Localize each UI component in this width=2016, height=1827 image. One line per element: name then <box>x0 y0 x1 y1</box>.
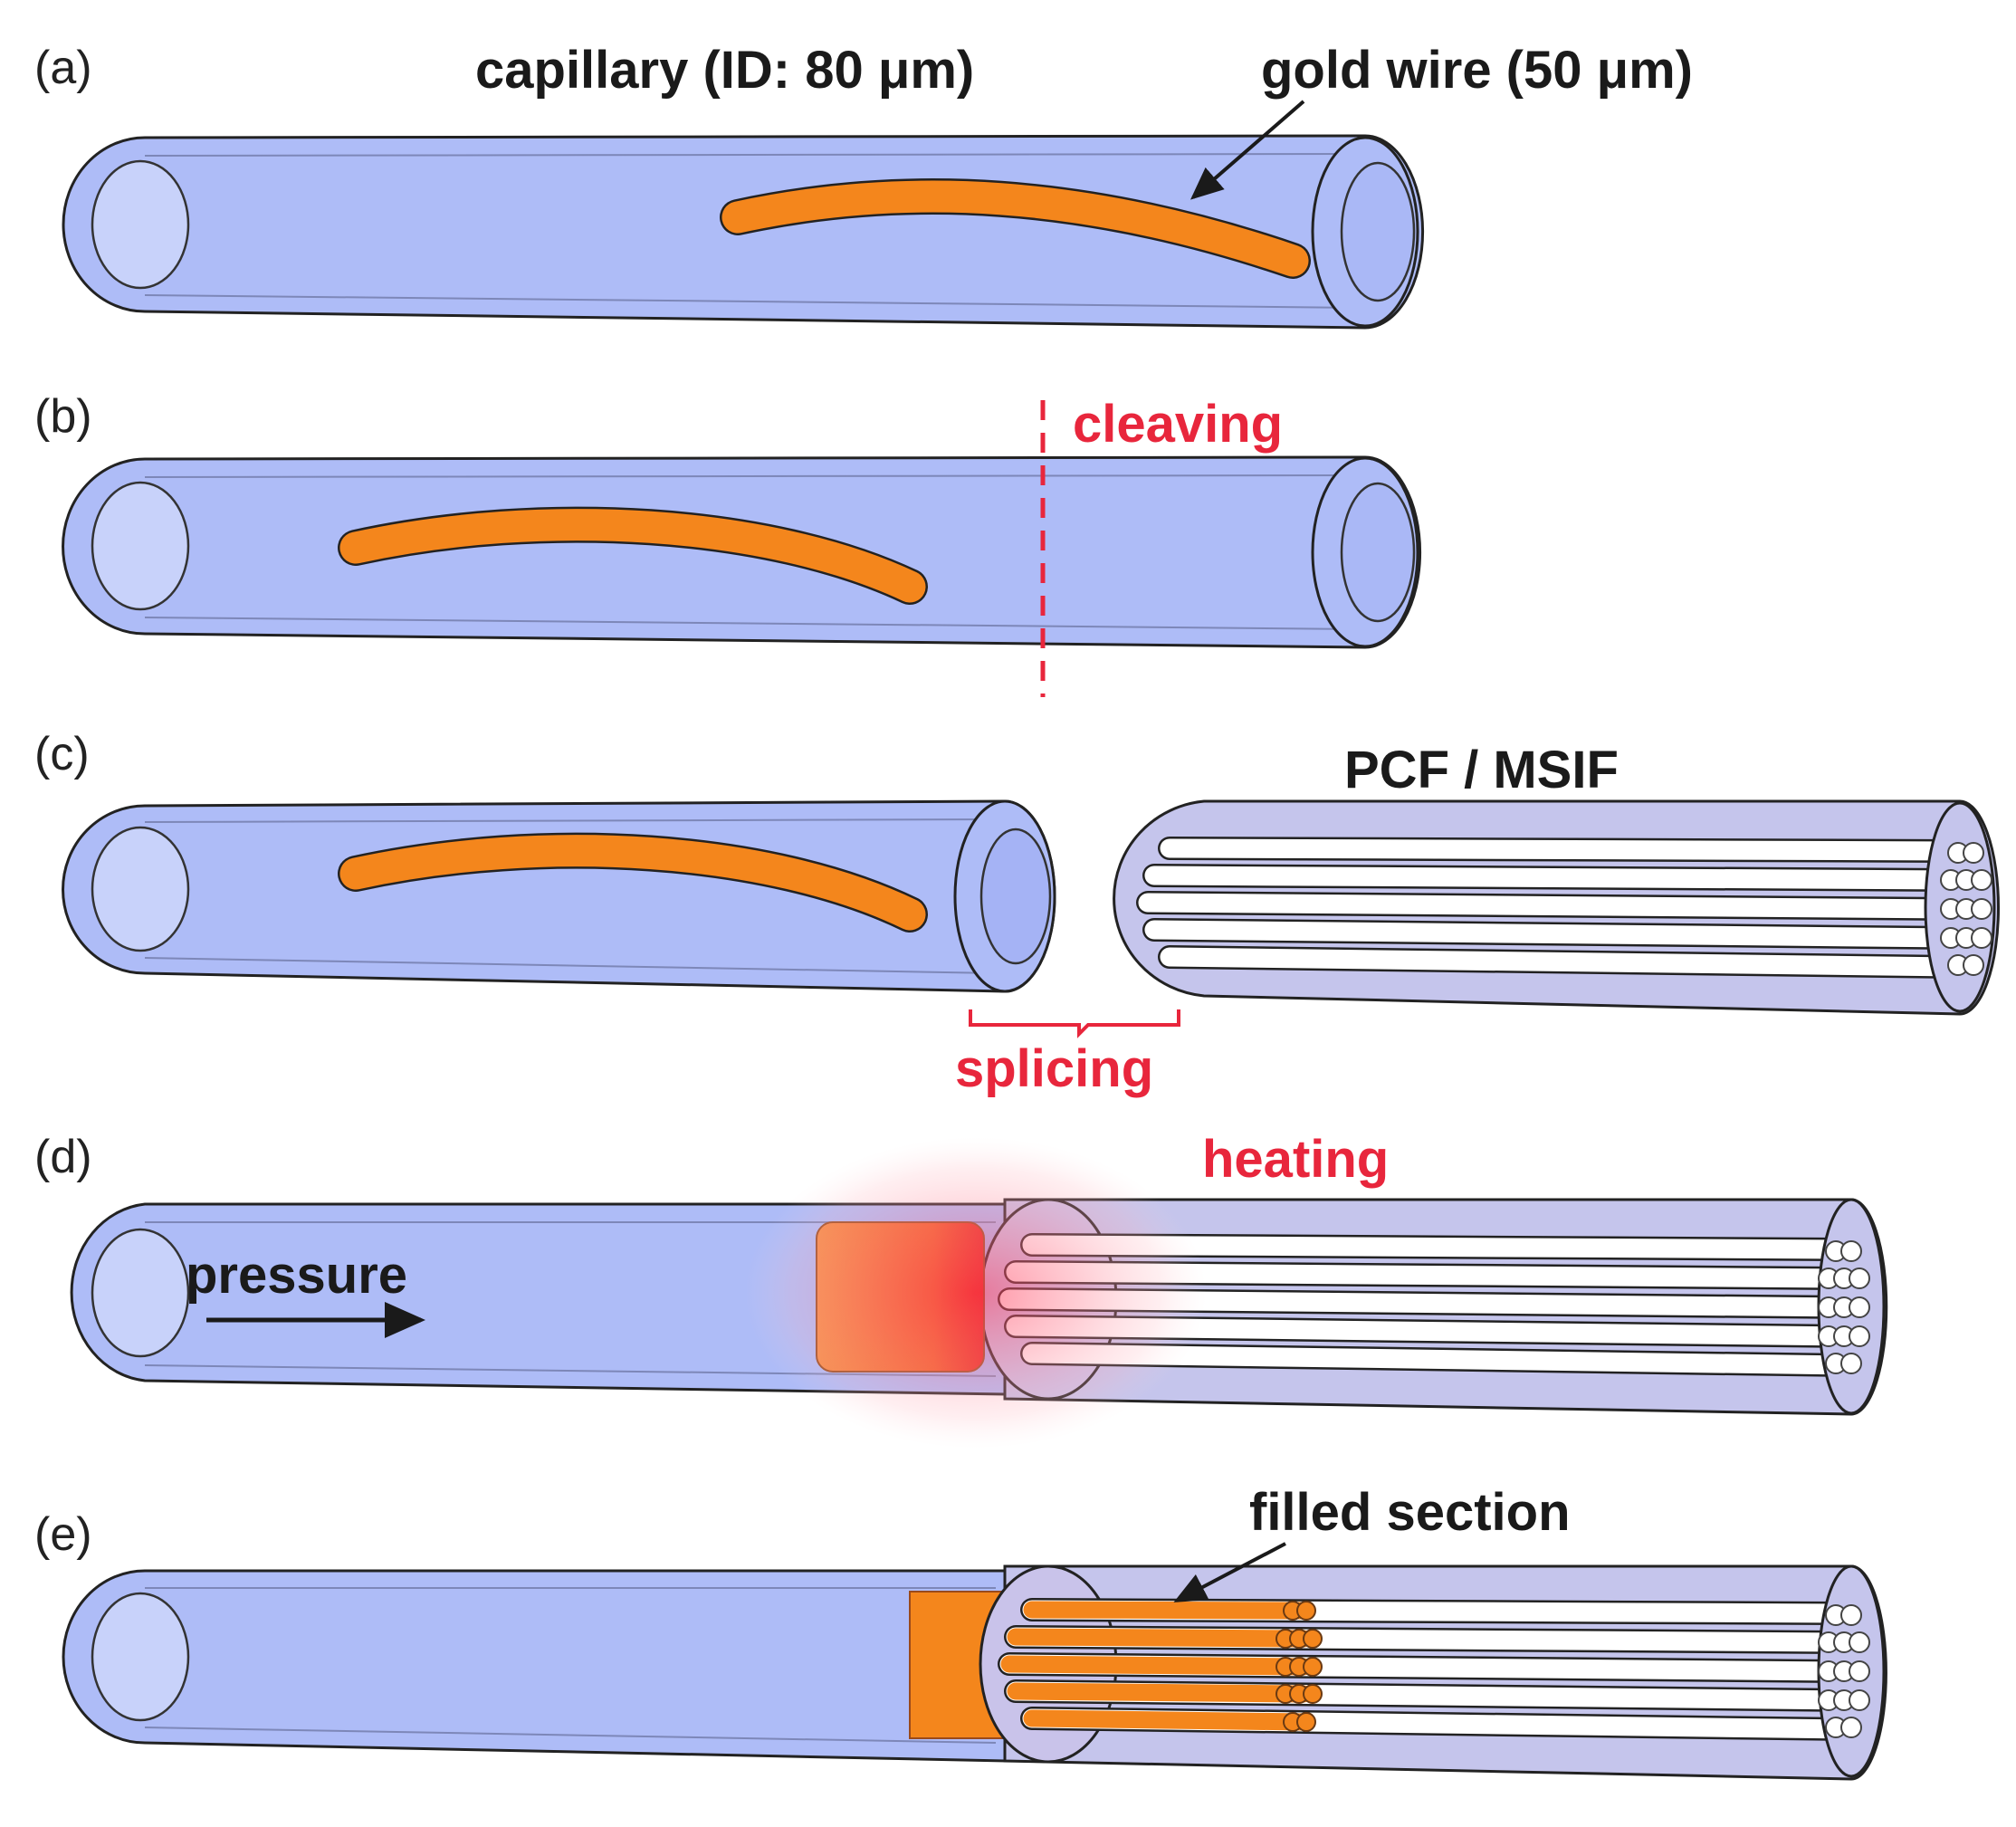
pcf-fiber-e <box>979 1564 1887 1781</box>
panel-b: (b) cleaving <box>34 390 1422 697</box>
splicing-bracket <box>969 1009 1180 1038</box>
gold-filled-hole-ends <box>1276 1601 1323 1732</box>
gold-wire-label: gold wire (50 μm) <box>1261 41 1693 100</box>
gold-wire <box>339 509 926 603</box>
capillary-left-bore <box>91 159 190 290</box>
gold-wire <box>721 180 1309 277</box>
cleaved-capillary-c <box>62 799 1056 993</box>
panel-c-label: (c) <box>34 728 90 780</box>
capillary-left-bore <box>91 481 190 611</box>
panel-a: (a) capillary (ID: 80 μm) gold wire (50 … <box>34 41 1693 330</box>
capillary-inner-wall <box>144 294 1359 309</box>
capillary-left-bore <box>91 1592 190 1722</box>
panel-e: (e) filled section <box>34 1483 1887 1781</box>
fiber-label: PCF / MSIF <box>1344 741 1619 799</box>
capillary-inner-wall <box>144 1727 997 1744</box>
panel-a-label: (a) <box>34 42 92 94</box>
gold-filled-holes <box>1000 1601 1313 1731</box>
fiber-end-holes <box>1818 1604 1870 1738</box>
capillary-body <box>62 1569 1007 1763</box>
panel-e-label: (e) <box>34 1508 92 1561</box>
capillary-right-bore <box>1340 482 1416 623</box>
splicing-label: splicing <box>955 1039 1153 1098</box>
capillary-label: capillary (ID: 80 μm) <box>475 41 974 100</box>
capillary-tube-e <box>62 1569 1007 1763</box>
capillary-inner-wall <box>144 617 1359 630</box>
panel-c: (c) PCF / MSIF <box>34 728 2000 1098</box>
pressure-label: pressure <box>186 1246 407 1305</box>
capillary-inner-wall <box>144 957 997 974</box>
panel-d-label: (d) <box>34 1131 92 1183</box>
fiber-end-holes <box>1940 842 1992 976</box>
fiber-holes <box>1136 837 1967 979</box>
gold-wire <box>339 835 926 931</box>
capillary-left-bore <box>91 826 190 952</box>
gold-wire-arrow <box>1190 100 1305 200</box>
panel-d: (d) heating <box>34 1130 1888 1449</box>
heating-label: heating <box>1202 1130 1389 1189</box>
capillary-left-bore <box>91 1228 190 1358</box>
capillary-inner-wall <box>144 818 997 823</box>
filled-section-label: filled section <box>1249 1483 1571 1542</box>
heating-glow <box>745 1137 1207 1449</box>
capillary-right-bore <box>1340 161 1416 302</box>
capillary-inner-wall <box>144 474 1359 478</box>
pcf-fiber-c <box>1113 799 2000 1016</box>
fiber-end-holes <box>1818 1240 1870 1374</box>
capillary-inner-wall <box>144 153 1359 157</box>
filled-section-arrow <box>1173 1542 1286 1602</box>
capillary-cleaved-bore <box>979 827 1052 965</box>
cleaving-label: cleaving <box>1073 395 1283 454</box>
panel-b-label: (b) <box>34 390 92 443</box>
